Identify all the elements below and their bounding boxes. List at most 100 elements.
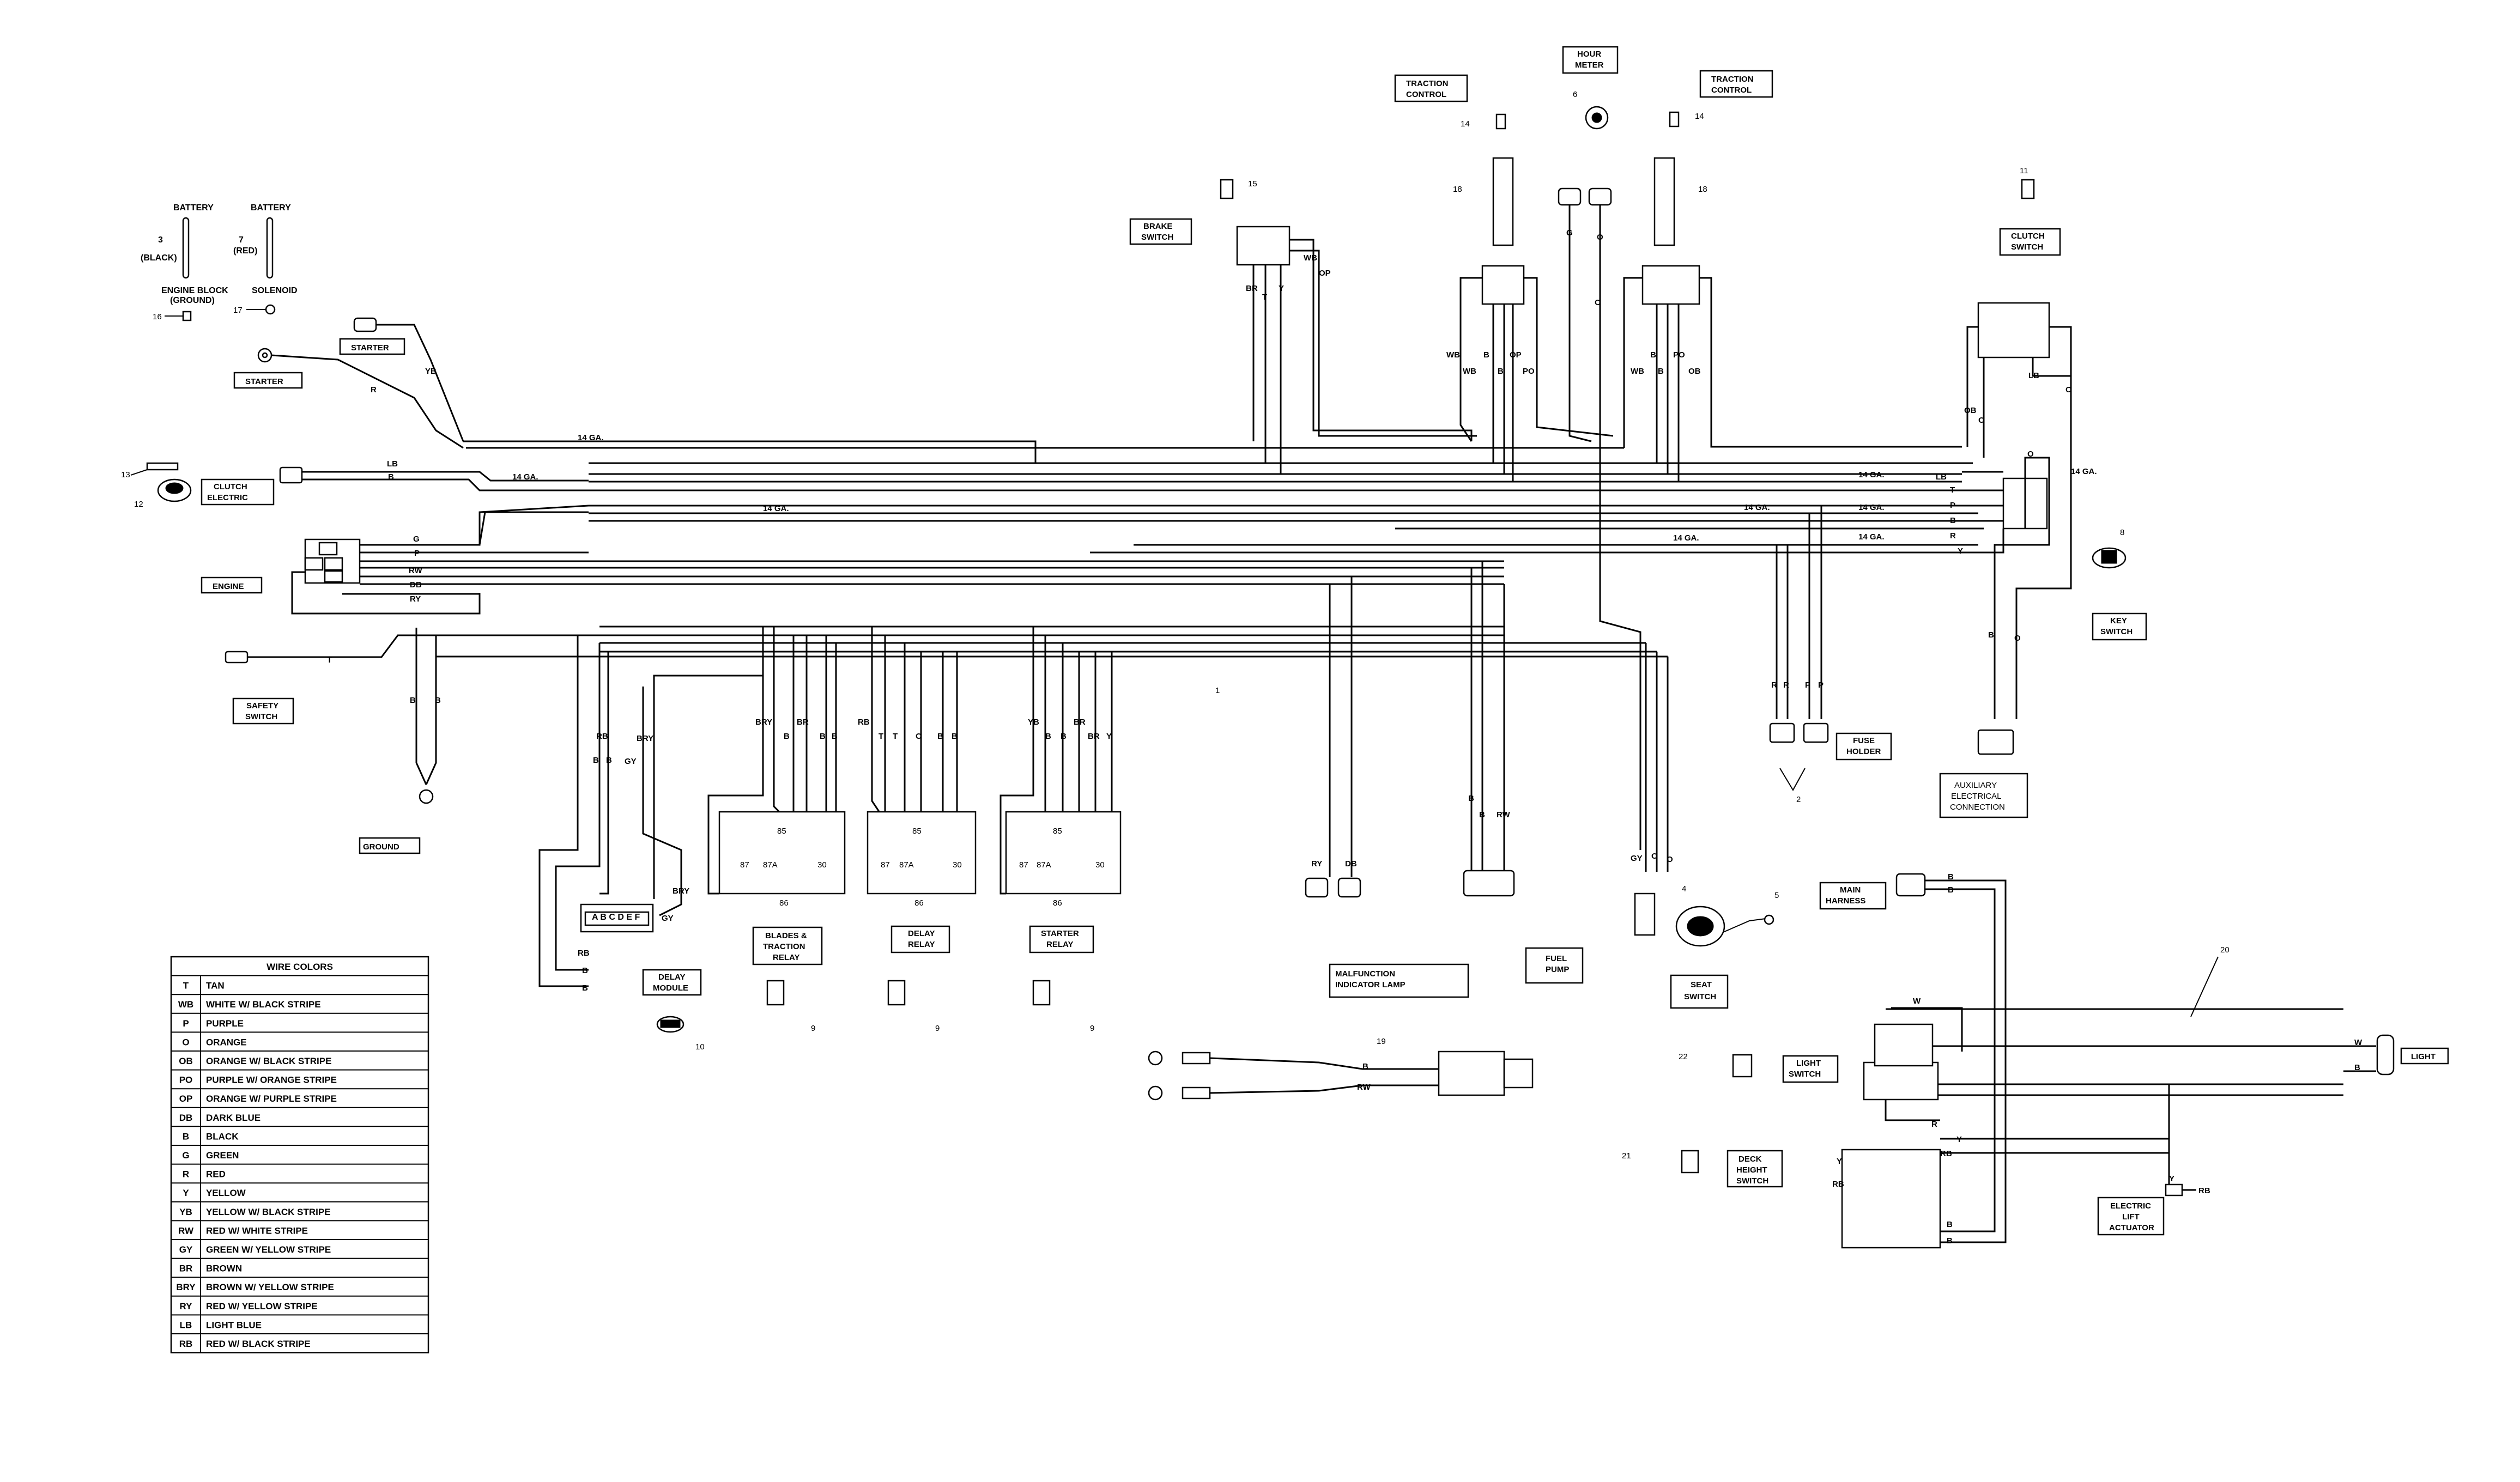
light-switch-label-box [1782,1055,1839,1083]
seat-switch-label-box [1670,974,1729,1009]
relays-group: 85 87 87A 30 86 BRY B BR B B BLADES & TR… [707,627,1220,1033]
item-11-number: 11 [2020,166,2028,175]
starter-label-box-2 [233,372,303,389]
legend-color-name: BROWN [206,1264,242,1274]
aux-connector [1977,729,2014,755]
clutch-electric-label-box [201,478,275,506]
wire-label-wb-tc-left-2: WB [1463,367,1476,376]
legend-code: OB [179,1056,193,1066]
wire-label-o-aux: O [2014,634,2021,643]
legend-color-name: ORANGE W/ BLACK STRIPE [206,1056,331,1066]
wire-label-rb-delay: RB [596,732,608,741]
fuse-holder-group: R R P P FUSE HOLDER 2 B O AUXILIARY ELEC… [1769,506,2028,818]
clutch-electric-label-2: ELECTRIC [207,493,248,502]
hour-meter-conn-g [1558,187,1582,206]
ga14-label-7: 14 GA. [1673,533,1699,543]
legend-code: OP [179,1094,193,1104]
battery-negative-number: 3 [158,235,163,245]
wire-label-rb-ela: RB [2198,1186,2210,1195]
item-9-number-2: 9 [935,1024,940,1033]
wire-label-gy-delay: GY [625,757,637,766]
starter-ring-terminal-hole [262,352,268,359]
wire-label-b-fuel-2: B [1479,810,1485,819]
wire-label-br-brake: BR [1246,284,1258,293]
clutch-switch-label-1: CLUTCH [2011,232,2045,241]
clutch-switch-group: 11 CLUTCH SWITCH OB O LB O LB T P B R Y … [1673,166,2147,719]
ground-terminal-16 [182,311,192,321]
legend-color-name: BLACK [206,1131,239,1141]
legend-code: B [183,1131,189,1141]
legend-code: O [182,1037,189,1047]
deck-height-label-3: SWITCH [1736,1176,1768,1186]
wire-label-b-r3-2: B [1061,732,1067,741]
seat-switch-core [1687,916,1714,937]
relay2-85: 85 [912,827,922,836]
engine-block-sub-label: (GROUND) [170,296,215,305]
aux-label-box [1939,773,2028,818]
item-14-number-left: 14 [1461,119,1470,129]
wire-label-r-fuse-2: R [1783,681,1789,690]
legend-code: P [183,1018,189,1029]
wire-label-db: DB [410,580,422,590]
traction-component-14-right [1669,111,1680,127]
hour-meter-conn-o [1588,187,1612,206]
wire-label-b-ground-1: B [410,696,416,705]
wire-label-b-delay-2: B [606,756,612,765]
battery-positive-number: 7 [239,235,244,245]
ela-label-1: ELECTRIC [2110,1201,2151,1211]
legend-color-name: RED W/ WHITE STRIPE [206,1225,308,1236]
legend-code: Y [183,1188,189,1198]
legend-frame [170,956,429,1353]
wire-label-b-tc-left-2: B [1498,367,1504,376]
wire-label-gy-delay-2: GY [662,914,674,923]
hour-meter-label-box [1562,46,1619,74]
hour-meter-face [1591,112,1602,123]
mil-label-box [1329,963,1469,998]
harness-19-group: 19 B RW [1148,1037,1534,1101]
delay-module-body [660,1019,681,1028]
wire-label-y-deck: Y [1837,1157,1842,1166]
traction-potentiometer-left [1492,157,1514,246]
item-16-number: 16 [153,312,162,321]
wire-label-b-main-2: B [1948,885,1954,895]
item-15-number: 15 [1248,179,1257,189]
harness-19-boot-2 [1182,1086,1211,1100]
seat-switch-label-1: SEAT [1691,980,1712,989]
wire-label-t-brake: T [1262,293,1267,302]
wire-label-o-hour: O [1597,233,1603,242]
legend-color-name: RED [206,1169,226,1180]
main-harness-label-box [1819,882,1887,910]
blades-traction-relay-box [718,811,846,895]
brake-switch-label-box [1129,218,1192,245]
legend-color-name: GREEN [206,1150,239,1161]
wire-label-o-seat: O [1651,852,1658,861]
engine-block-label: ENGINE BLOCK [161,286,228,295]
wire-label-wb-brake: WB [1304,253,1317,263]
wire-label-rw-19: RW [1357,1083,1371,1092]
wire-label-bry-delay-2: BRY [673,886,689,896]
clutch-plug-13 [146,462,179,471]
traction-control-left-label-1: TRACTION [1406,79,1449,88]
starter-relay-label-box [1029,925,1094,953]
ground-terminal [419,789,434,804]
relay1-87: 87 [740,860,749,870]
wire-label-ob-clutch: OB [1964,406,1977,415]
wire-label-p-key: P [1950,501,1955,510]
starter-label-2: STARTER [245,377,283,386]
light-switch-label-1: LIGHT [1796,1059,1821,1068]
delay-module-pin-letters: A B C D E F [592,913,640,922]
item-2-number: 2 [1796,795,1801,804]
traction-potentiometer-right [1653,157,1675,246]
brake-switch-label-2: SWITCH [1141,233,1173,242]
battery-negative-cable [182,217,190,279]
ga14-label-3: 14 GA. [763,504,789,513]
wire-label-b-deck: B [1947,1220,1953,1229]
wire-label-r-starter: R [371,385,377,394]
wire-label-p-fuse-2: P [1818,681,1824,690]
starter-relay-label-1: STARTER [1041,929,1079,938]
relay2-30: 30 [953,860,962,870]
engine-label-box [201,576,263,594]
wire-label-rb-deck: RB [1832,1180,1844,1189]
